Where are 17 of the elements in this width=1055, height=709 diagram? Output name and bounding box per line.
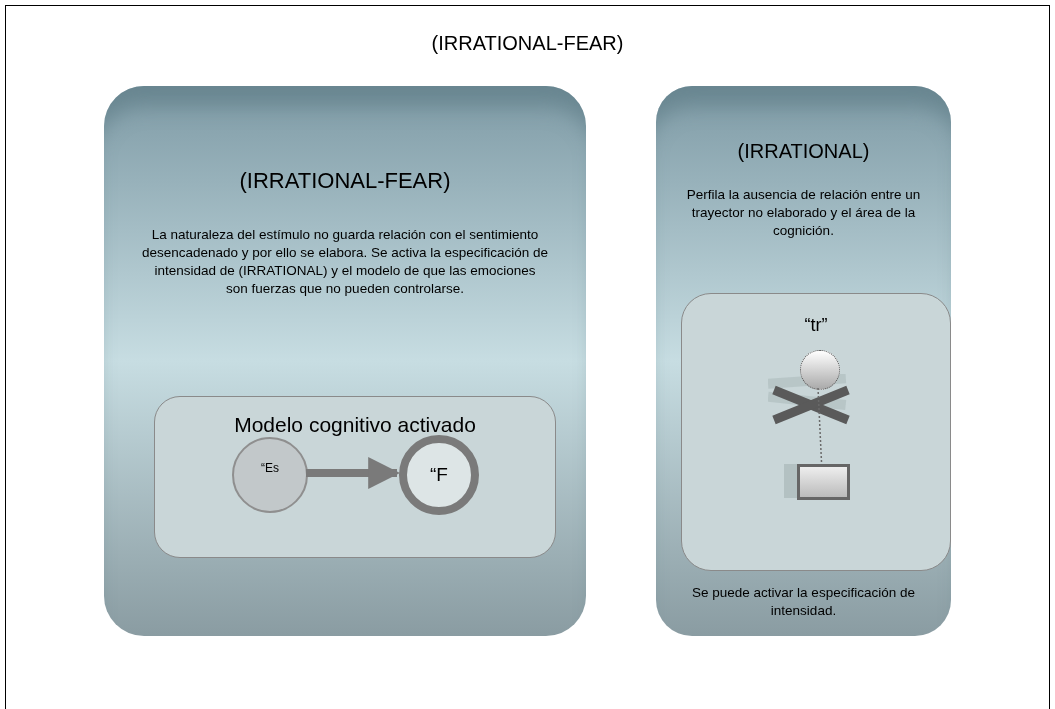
description: Se puede activar la especificación de intensidad. — [691, 584, 916, 620]
rounded-panel — [104, 86, 586, 636]
heading: (IRRATIONAL-FEAR) — [238, 167, 452, 195]
diagram-frame — [5, 5, 1050, 709]
node-label: “Es — [260, 460, 280, 477]
inner-box — [154, 396, 556, 558]
arrow — [306, 457, 401, 489]
rounded-panel — [656, 86, 951, 636]
node-label: “F — [429, 463, 449, 487]
heading: (IRRATIONAL) — [736, 139, 871, 164]
small-box — [797, 464, 850, 500]
description: La naturaleza del estímulo no guarda relación con el sentimiento desencadenado y por ello se elabora. Se activa la especificación de intensidad de (IRRATIONAL) y el modelo de que las emociones son fuerzas que no pueden controlarse. — [142, 226, 548, 298]
heading: (IRRATIONAL-FEAR) — [430, 31, 625, 56]
heading: Modelo cognitivo activado — [233, 412, 477, 438]
description: Perfila la ausencia de relación entre un trayector no elaborado y el área de la cognición. — [685, 186, 922, 240]
inner-box — [681, 293, 951, 571]
node-label: “tr” — [803, 314, 829, 337]
